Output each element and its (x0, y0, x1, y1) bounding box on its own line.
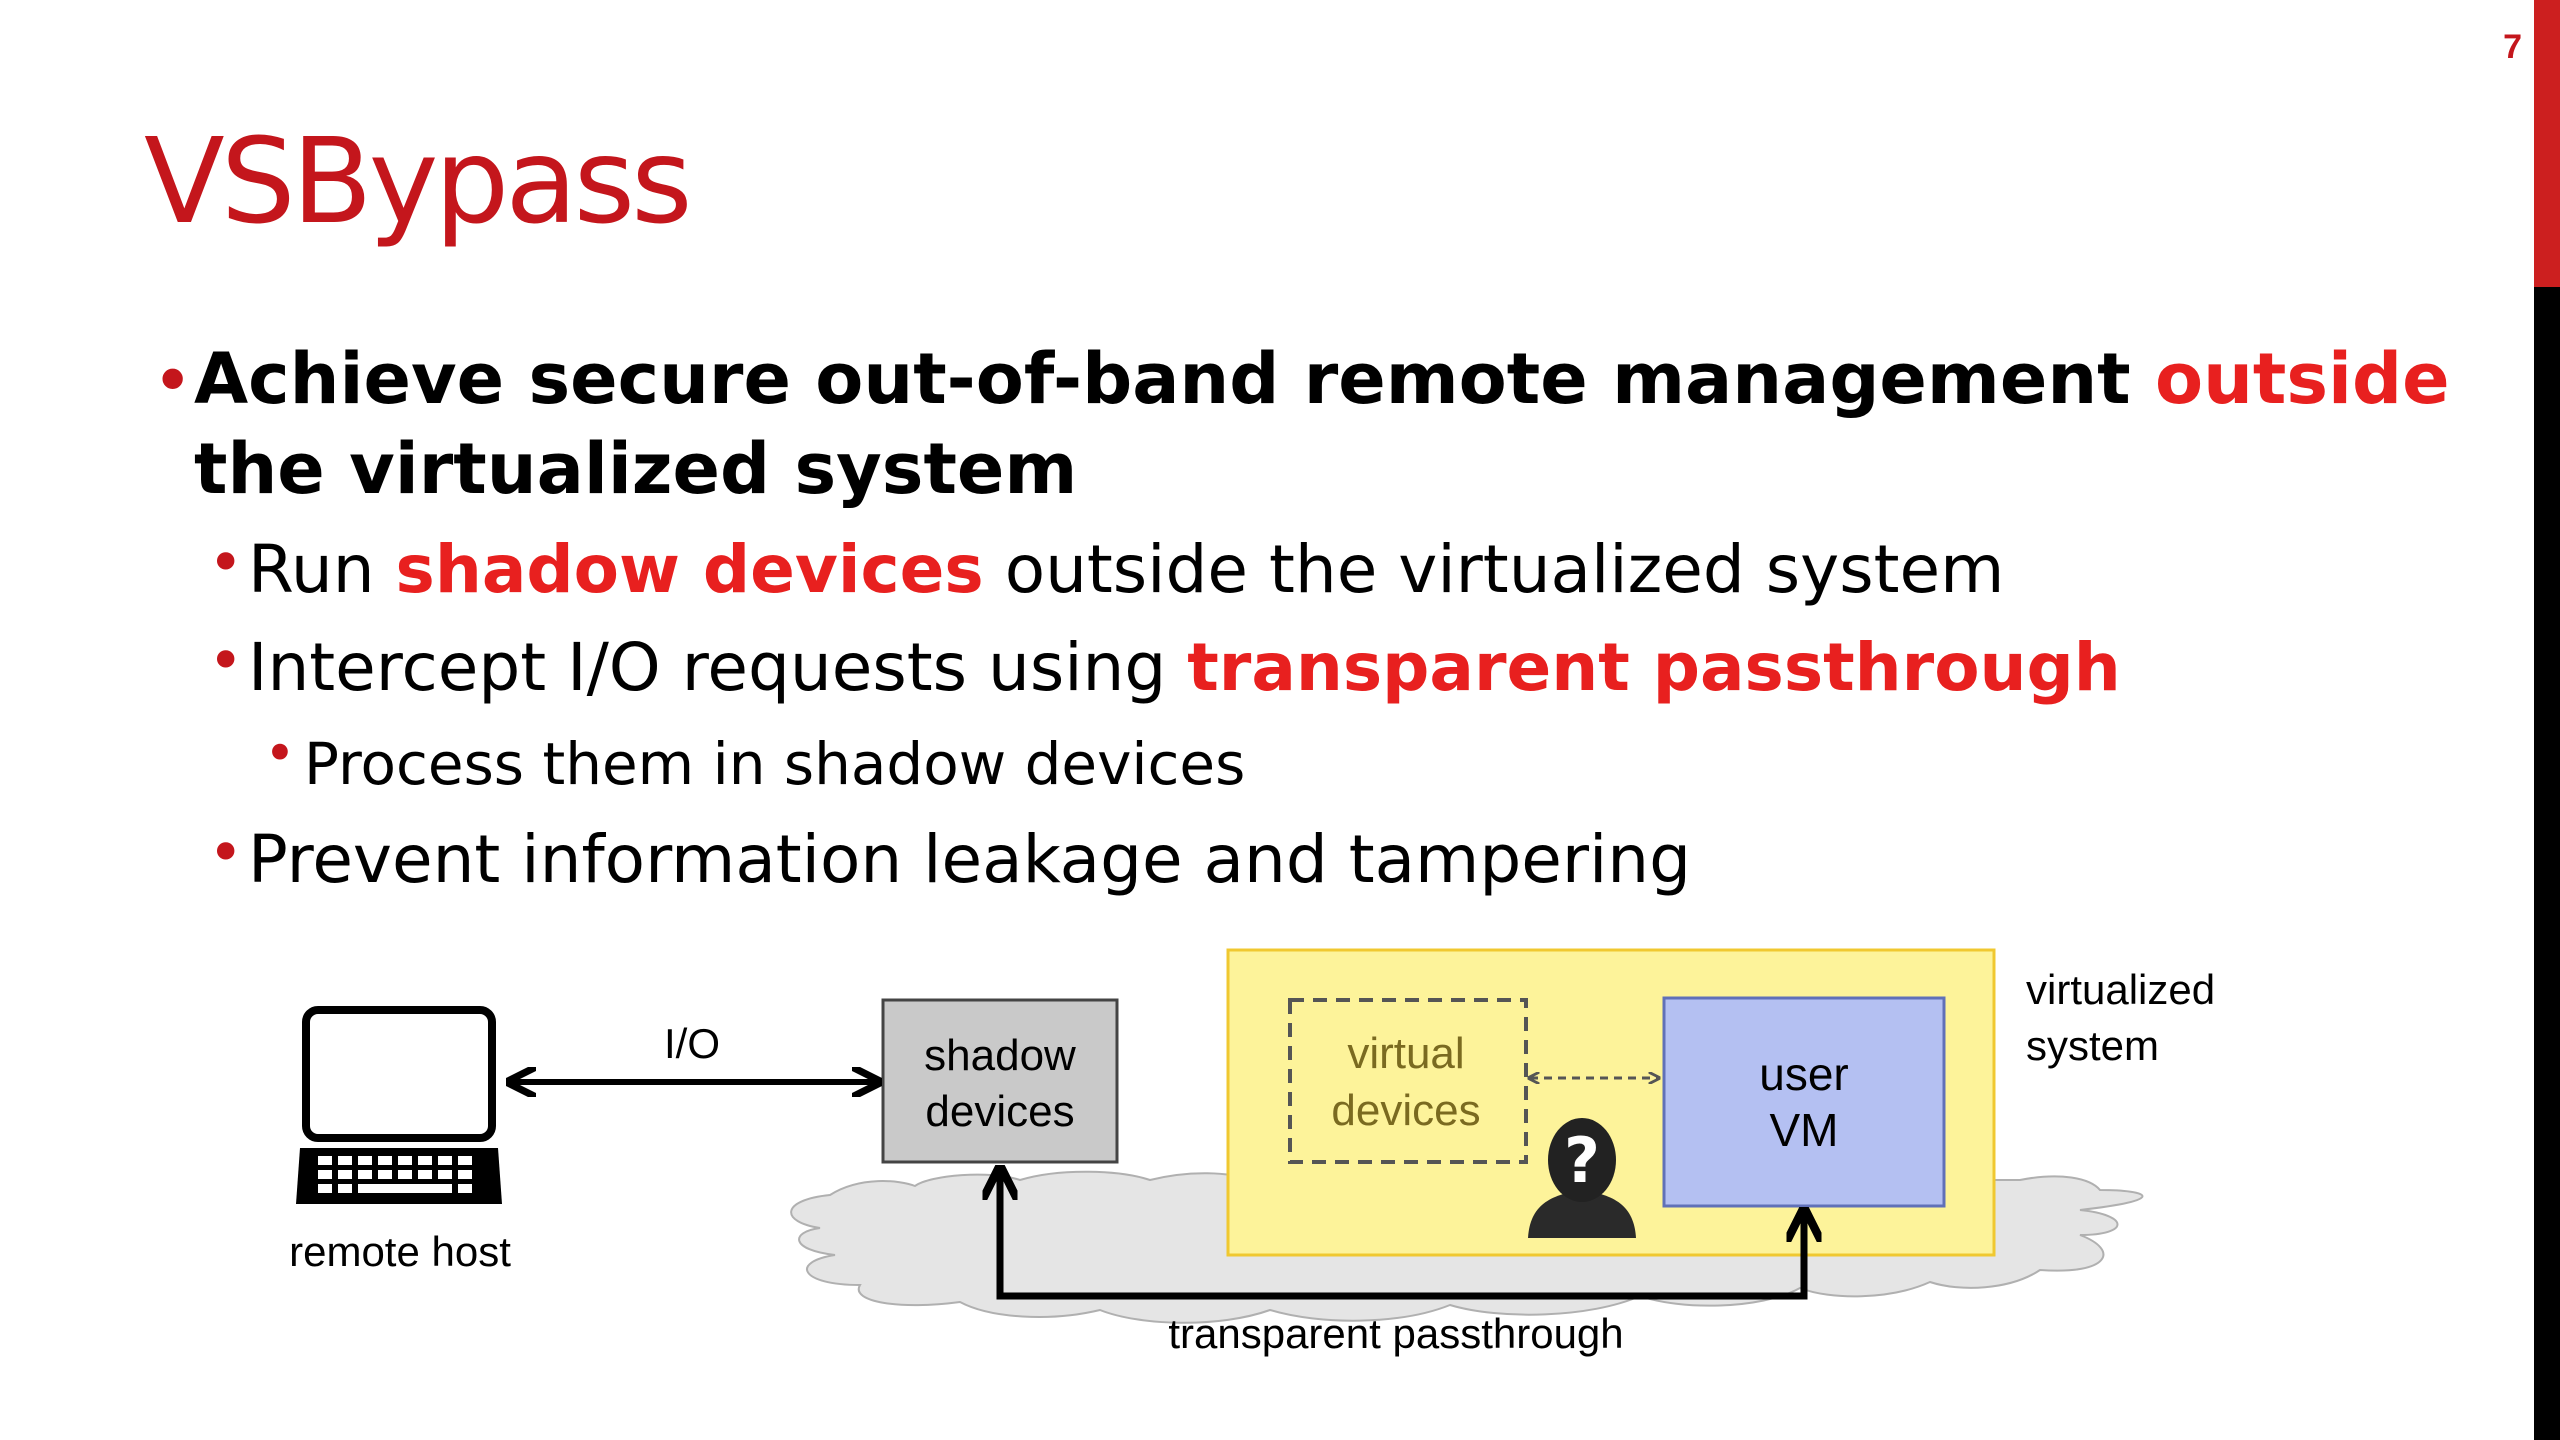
side-accent-bar-red (2534, 0, 2560, 287)
bullet-dot: • (208, 818, 244, 888)
bullet-highlight: transparent passthrough (1187, 629, 2121, 706)
bullet-highlight: outside (2155, 338, 2450, 420)
bullet-text-line2: the virtualized system (194, 428, 1078, 510)
user-vm-label-2: VM (1770, 1104, 1839, 1156)
bullet-dot: • (152, 340, 194, 422)
bullet-text: Achieve secure out-of-band remote manage… (194, 338, 2155, 420)
bullet-dot: • (264, 722, 296, 785)
laptop-icon (296, 1006, 502, 1204)
virtualized-system-label-2: system (2026, 1022, 2159, 1069)
passthrough-label: transparent passthrough (1168, 1310, 1623, 1357)
virtual-devices-label-1: virtual (1347, 1029, 1464, 1078)
remote-host-label: remote host (289, 1228, 511, 1275)
bullet-dot: • (208, 528, 244, 598)
bullet-text-part: outside the virtualized system (983, 531, 2005, 608)
shadow-devices-label-2: devices (925, 1087, 1074, 1136)
shadow-devices-label-1: shadow (924, 1031, 1076, 1080)
bullet-text: Intercept I/O requests using transparent… (248, 625, 2121, 711)
virtual-devices-label-2: devices (1331, 1086, 1480, 1135)
virtualized-system-label-1: virtualized (2026, 966, 2215, 1013)
virtual-devices-box (1288, 998, 1528, 1164)
page-number: 7 (2503, 28, 2522, 66)
passthrough-arrow (1000, 1172, 1804, 1300)
io-label: I/O (664, 1020, 720, 1067)
side-accent-bar-black (2534, 287, 2560, 1440)
svg-text:?: ? (1564, 1124, 1600, 1197)
bullet-text: Process them in shadow devices (304, 730, 1246, 798)
bullet-text: Prevent information leakage and tamperin… (248, 821, 1692, 898)
bullet-text: Run shadow devices outside the virtualiz… (248, 527, 2004, 613)
bullet-text-line1: Achieve secure out-of-band remote manage… (194, 334, 2450, 424)
user-vm-box (1662, 996, 1946, 1208)
bullet-highlight: shadow devices (395, 531, 984, 608)
bullet-text-part: Run (248, 531, 396, 608)
bullet-dot: • (208, 626, 244, 696)
user-vm-label-1: user (1759, 1048, 1848, 1100)
bullet-text-part: Intercept I/O requests using (248, 629, 1188, 706)
shadow-devices-box (881, 998, 1119, 1164)
slide-title: VSBypass (144, 112, 693, 250)
